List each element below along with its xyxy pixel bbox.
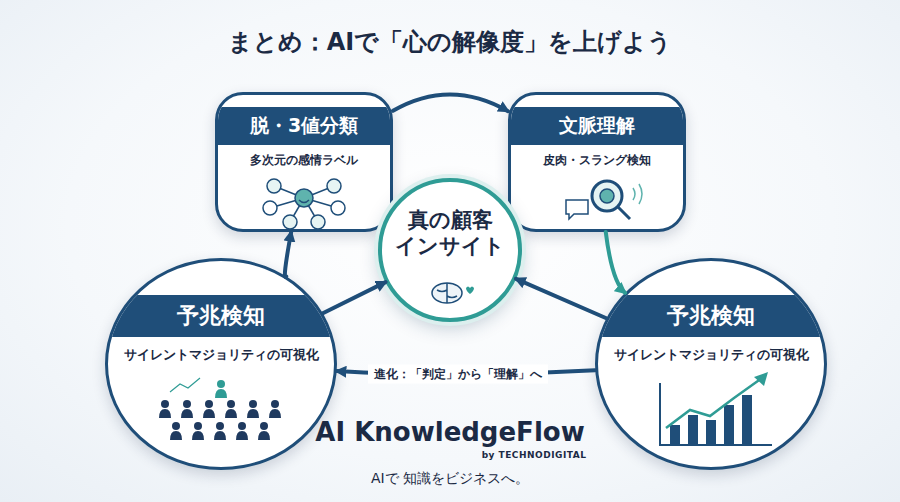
flow-arrow: [393, 94, 508, 111]
brand-label: AIで 知識をビジネスへ。: [371, 470, 529, 488]
feature-card: 脱・3値分類多次元の感情ラベル: [215, 92, 393, 232]
node-body: サイレントマジョリティの可視化: [124, 346, 319, 364]
core-circle: 真の顧客 インサイト: [378, 178, 522, 322]
edge-label: 進化：「判定」から「理解」へ: [368, 365, 548, 384]
feature-circle: 予兆検知サイレントマジョリティの可視化: [105, 258, 337, 470]
flow-arrow: [285, 232, 291, 277]
flow-arrow: [516, 279, 606, 318]
diagram-title: まとめ：AIで「心の解像度」を上げよう: [0, 26, 900, 58]
brand-label: AI KnowledgeFlow: [315, 417, 584, 447]
node-body: サイレントマジョリティの可視化: [614, 346, 809, 364]
node-body: 皮肉・スラング検知: [543, 152, 651, 169]
flow-arrow: [323, 282, 386, 313]
feature-circle: 予兆検知サイレントマジョリティの可視化: [595, 258, 827, 470]
node-heading: 脱・3値分類: [218, 107, 390, 145]
node-heading: 文脈理解: [511, 107, 683, 145]
node-heading: 予兆検知: [598, 295, 824, 337]
node-heading: 予兆検知: [108, 295, 334, 337]
brand-label: by TECHNODIGITAL: [482, 450, 587, 460]
node-body: 多次元の感情ラベル: [250, 152, 358, 169]
feature-card: 文脈理解皮肉・スラング検知: [508, 92, 686, 232]
node-heading: 真の顧客 インサイト: [394, 207, 506, 260]
flow-arrow: [606, 232, 625, 293]
